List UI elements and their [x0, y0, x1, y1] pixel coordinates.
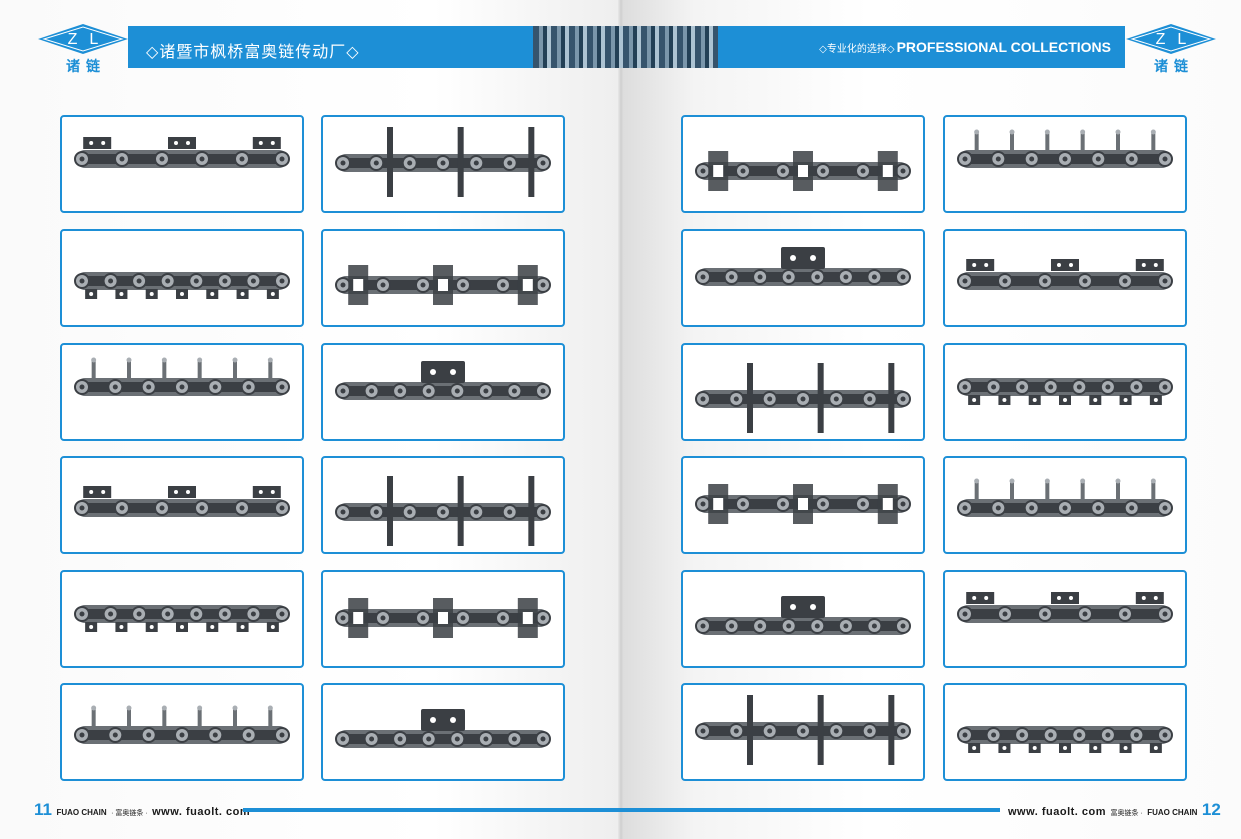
- product-frame-chain-k-straight: [943, 115, 1187, 213]
- product-frame-chain-bent-tabs: [60, 229, 304, 327]
- logo-chinese: 诸链: [1154, 58, 1194, 74]
- slogan-prefix: ◇专业化的选择◇: [819, 44, 895, 55]
- product-frame-chain-side-rollers: [60, 683, 304, 781]
- page-gutter: [618, 0, 624, 839]
- product-frame-chain-bronze-k-plates: [321, 229, 565, 327]
- product-frame-chain-wide-plates: [681, 229, 925, 327]
- chain-square-tabs-icon: [74, 357, 290, 396]
- product-frame-roller-chain-plain: [943, 229, 1187, 327]
- footer-url-left: www. fuaolt. com: [152, 806, 251, 818]
- footer-brand-left: FUAO CHAIN: [56, 808, 107, 817]
- company-title: ◇诸暨市枫桥富奥链传动厂◇: [146, 44, 360, 61]
- product-frame-chain-sa-attachment: [681, 456, 925, 554]
- chain-extended-pins-icon: [74, 486, 290, 517]
- chain-small-tabs-icon: [335, 361, 551, 400]
- product-frame-chain-small-tabs: [321, 343, 565, 441]
- product-frame-chain-rollers-bracket: [321, 456, 565, 554]
- diamond-logo-icon: [1126, 24, 1216, 54]
- zl-logo-left: ZL 诸链: [38, 24, 128, 76]
- logo-letters: ZL: [67, 31, 111, 48]
- chain-rollers-bracket-icon: [335, 476, 551, 546]
- slogan-text: PROFESSIONAL COLLECTIONS: [896, 39, 1111, 55]
- product-frame-roller-chain-k-attachment: [60, 115, 304, 213]
- product-frame-chain-coiled-small: [681, 570, 925, 668]
- product-frame-chain-tabs-row: [681, 115, 925, 213]
- footer-cn-left: · 富奥链条 ·: [111, 810, 148, 817]
- product-frame-chain-white-rollers: [321, 570, 565, 668]
- logo-chinese: 诸链: [66, 58, 106, 74]
- zl-logo-right: ZL 诸链: [1126, 24, 1216, 76]
- chain-single-bracket-icon: [957, 378, 1173, 405]
- product-frame-chain-conveyor-heavy: [943, 570, 1187, 668]
- chain-k-straight-icon: [957, 129, 1173, 168]
- header-chain-photo: [533, 26, 718, 68]
- footer-cn-right: 富奥链条 ·: [1110, 810, 1143, 817]
- product-frame-chain-attachment-sets: [681, 683, 925, 781]
- product-frame-roller-chain-vertical-plates: [321, 115, 565, 213]
- page-number-left: 11: [34, 800, 52, 819]
- chain-sa-attachment-icon: [695, 484, 911, 524]
- chain-bent-tabs-icon: [74, 272, 290, 299]
- slogan: ◇专业化的选择◇PROFESSIONAL COLLECTIONS: [819, 39, 1111, 55]
- chain-wa-attachment-icon: [695, 363, 911, 433]
- chain-tabs-row-icon: [695, 151, 911, 191]
- chain-coiled-small-icon: [695, 596, 911, 635]
- product-frame-chain-single-bracket: [943, 343, 1187, 441]
- chain-side-rollers-icon: [74, 705, 290, 744]
- left-footer: 11 FUAO CHAIN · 富奥链条 · www. fuaolt. com: [34, 800, 250, 820]
- diamond-logo-icon: [38, 24, 128, 54]
- chain-k-double-icon: [957, 478, 1173, 517]
- chain-attachment-sets-icon: [695, 695, 911, 765]
- footer-url-right: www. fuaolt. com: [1008, 806, 1107, 818]
- chain-wide-plates-icon: [695, 247, 911, 286]
- product-frame-chain-wa-attachment: [681, 343, 925, 441]
- chain-flat-plates-icon: [335, 709, 551, 748]
- roller-chain-plain-icon: [957, 259, 1173, 290]
- product-frame-chain-k-double: [943, 456, 1187, 554]
- product-frame-chain-flat-plates: [321, 683, 565, 781]
- product-frame-chain-extended-pins: [60, 456, 304, 554]
- chain-hinge-bracket-icon: [74, 605, 290, 632]
- product-frame-chain-connecting-links: [943, 683, 1187, 781]
- chain-conveyor-heavy-icon: [957, 592, 1173, 623]
- product-frame-chain-hinge-bracket: [60, 570, 304, 668]
- logo-letters: ZL: [1155, 31, 1199, 48]
- footer-rule: [243, 808, 1000, 812]
- footer-brand-right: FUAO CHAIN: [1147, 808, 1198, 817]
- roller-chain-k-attachment-icon: [74, 137, 290, 168]
- chain-white-rollers-icon: [335, 598, 551, 638]
- chain-bronze-k-plates-icon: [335, 265, 551, 305]
- product-frame-chain-square-tabs: [60, 343, 304, 441]
- right-footer: www. fuaolt. com 富奥链条 · FUAO CHAIN 12: [1008, 800, 1221, 820]
- page-number-right: 12: [1201, 800, 1221, 819]
- chain-connecting-links-icon: [957, 726, 1173, 753]
- roller-chain-vertical-plates-icon: [335, 127, 551, 197]
